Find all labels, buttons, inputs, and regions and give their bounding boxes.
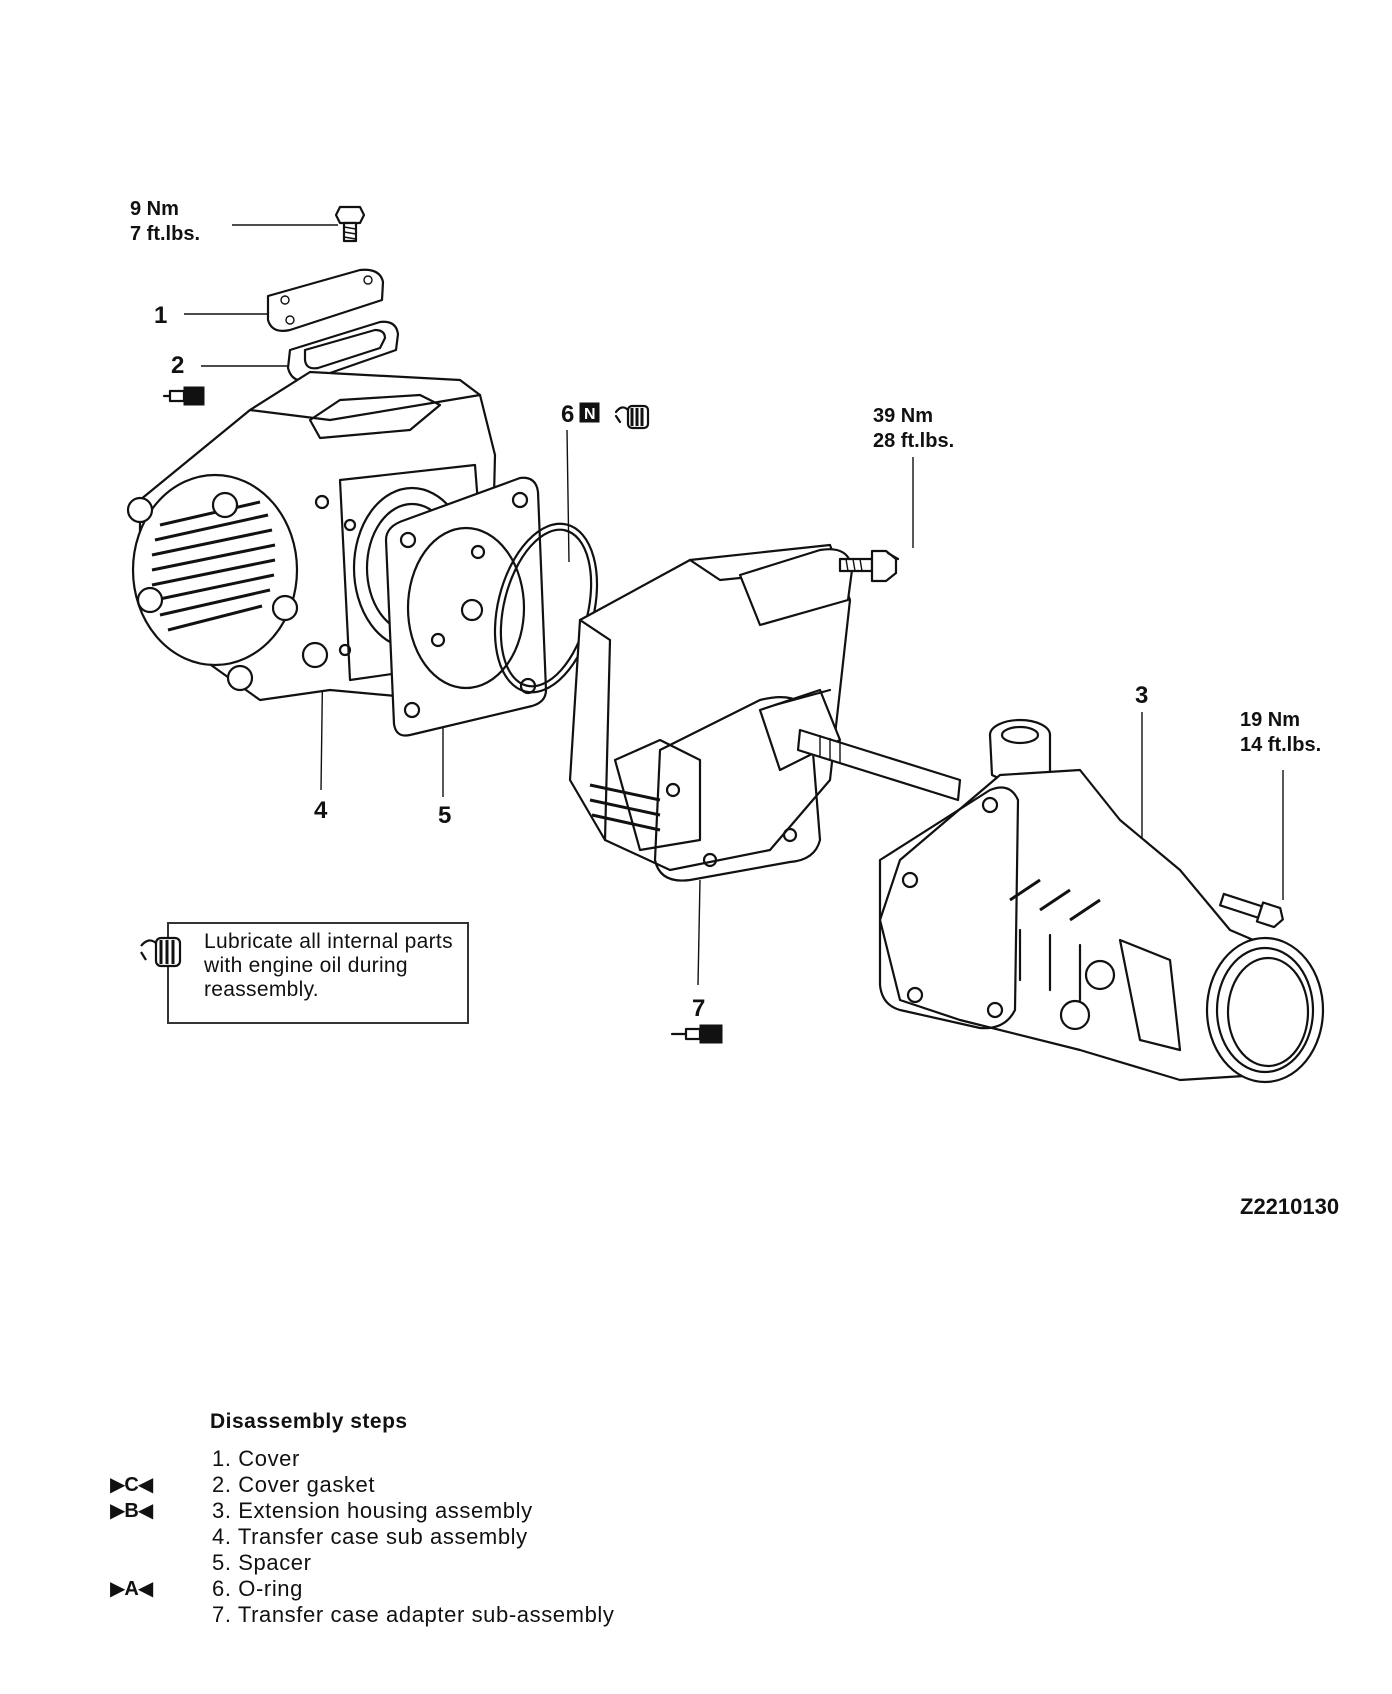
callout-5: 5 xyxy=(438,802,451,829)
torque-spec-extension-bolt: 19 Nm 14 ft.lbs. xyxy=(1240,709,1321,756)
new-part-letter: N xyxy=(584,406,596,423)
step-text: 5. Spacer xyxy=(212,1550,312,1575)
oil-can-icon xyxy=(140,936,182,968)
torque-spec-cover-bolt: 9 Nm 7 ft.lbs. xyxy=(130,198,200,245)
step-text: 3. Extension housing assembly xyxy=(212,1498,533,1523)
torque-nm: 9 Nm xyxy=(130,198,179,220)
cover-bolt xyxy=(334,205,366,243)
callout-1: 1 xyxy=(154,302,167,329)
part-1-cover xyxy=(266,268,385,332)
step-text: 2. Cover gasket xyxy=(212,1472,376,1497)
lubrication-note: Lubricate all internal parts with engine… xyxy=(140,922,469,1024)
step-text: 7. Transfer case adapter sub-assembly xyxy=(212,1602,615,1627)
small-bolt xyxy=(162,386,205,406)
callout-4: 4 xyxy=(314,797,328,824)
torque-ftlbs: 28 ft.lbs. xyxy=(873,430,954,452)
step-text: 6. O-ring xyxy=(212,1576,303,1601)
callout-3: 3 xyxy=(1135,682,1148,709)
part-3-extension-housing xyxy=(878,718,1325,1084)
steps-title: Disassembly steps xyxy=(210,1410,408,1433)
step-text: 4. Transfer case sub assembly xyxy=(212,1524,528,1549)
part-7-adapter xyxy=(568,543,962,882)
torque-ftlbs: 14 ft.lbs. xyxy=(1240,734,1321,756)
extension-bolt xyxy=(1219,892,1284,929)
figure-code: Z2210130 xyxy=(1240,1194,1339,1219)
callout-6: 6 xyxy=(561,401,574,428)
callout-7: 7 xyxy=(692,995,705,1022)
torque-spec-adapter-bolt: 39 Nm 28 ft.lbs. xyxy=(873,405,954,452)
step-text: 1. Cover xyxy=(212,1446,300,1471)
new-part-symbol: N xyxy=(579,402,600,423)
part-5-spacer xyxy=(384,476,548,737)
step-mark: ▶C◀ xyxy=(110,1474,153,1496)
adapter-lower-bolt xyxy=(670,1024,723,1044)
note-text: Lubricate all internal parts with engine… xyxy=(204,930,453,1001)
adapter-ribs xyxy=(589,783,661,832)
part-2-cover-gasket xyxy=(286,320,400,382)
cooling-fins xyxy=(151,500,276,632)
torque-ftlbs: 7 ft.lbs. xyxy=(130,223,200,245)
adapter-bolt xyxy=(838,549,900,583)
oil-can-icon xyxy=(614,404,650,430)
torque-nm: 39 Nm xyxy=(873,405,933,427)
step-mark: ▶B◀ xyxy=(110,1500,153,1522)
step-mark: ▶A◀ xyxy=(110,1578,153,1600)
callout-2: 2 xyxy=(171,352,184,379)
torque-nm: 19 Nm xyxy=(1240,709,1300,731)
